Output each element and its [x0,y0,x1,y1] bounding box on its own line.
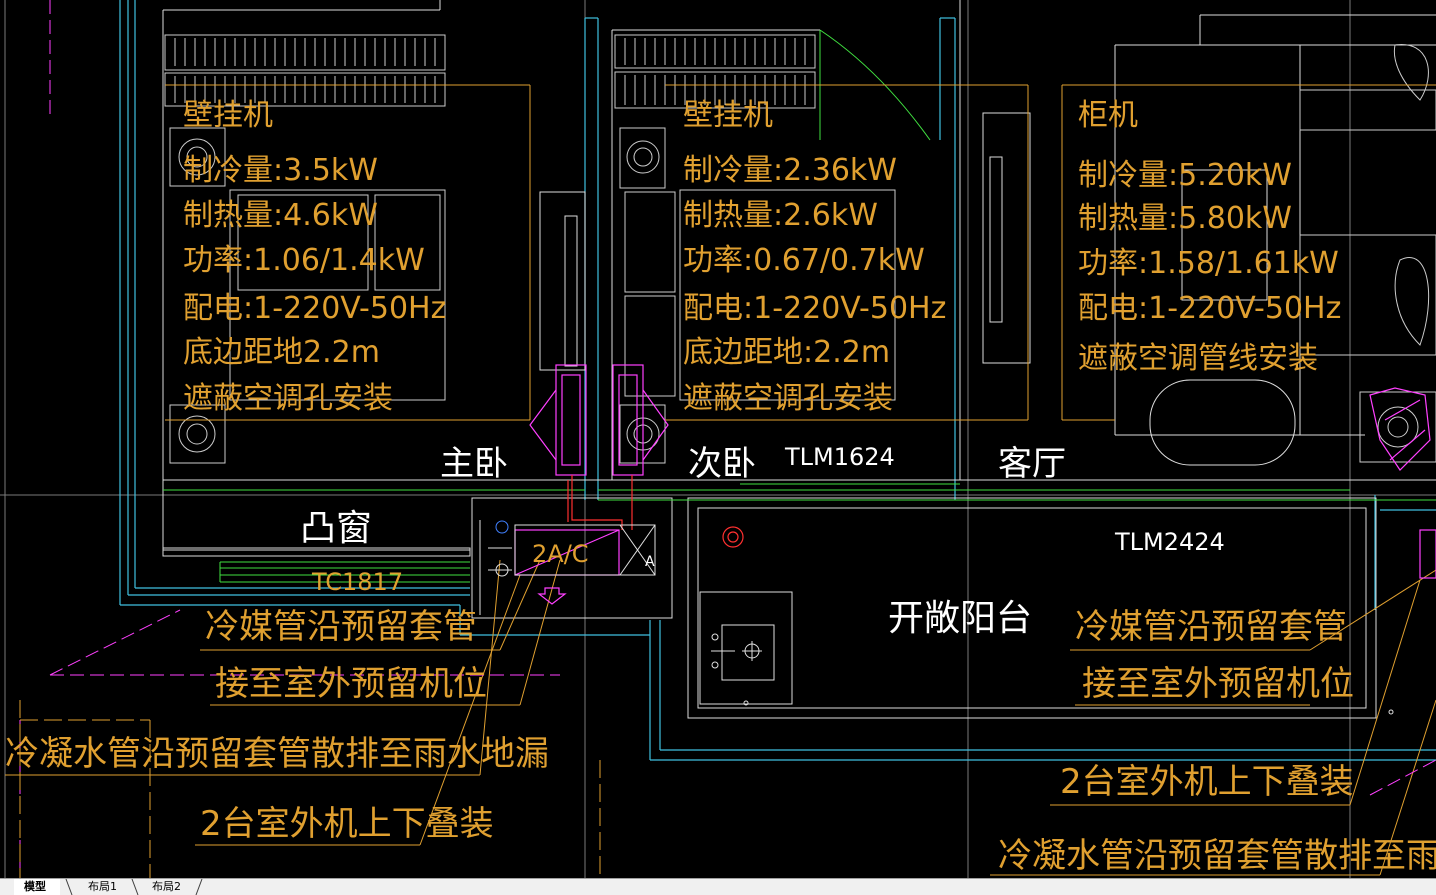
unit-right-power: 功率:1.58/1.61kW [1078,246,1339,281]
equipment-tags: TC1817 2A/C [311,540,589,596]
vent-left [164,34,816,109]
note-cond-left: 冷凝水管沿预留套管散排至雨水地漏 [5,734,549,774]
note-refrig-left-2: 接至室外预留机位 [215,664,487,704]
layout-tab-bar: 模型 布局1 布局2 [0,878,1436,895]
tag-door1: TLM1624 [784,443,895,471]
unit-mid-install: 遮蔽空调孔安装 [683,381,893,416]
unit-left-type: 壁挂机 [183,98,273,133]
unit-left-height: 底边距地2.2m [183,335,380,370]
room-second: 次卧 [688,444,756,484]
unit-mid-cool: 制冷量:2.36kW [683,153,897,188]
room-balcony: 开敞阳台 [888,598,1032,639]
unit-right-cool: 制冷量:5.20kW [1078,158,1292,193]
unit-right-heat: 制热量:5.80kW [1078,201,1292,236]
unit-mid-specs: 壁挂机 制冷量:2.36kW 制热量:2.6kW 功率:0.67/0.7kW 配… [683,98,946,416]
tag-door2: TLM2424 [1114,528,1225,556]
room-labels: 主卧 次卧 客厅 凸窗 开敞阳台 TLM1624 TLM2424 [300,443,1225,639]
unit-left-install: 遮蔽空调孔安装 [183,381,393,416]
note-cond-right: 冷凝水管沿预留套管散排至雨水地漏 [998,836,1436,876]
tag-outdoor: 2A/C [532,540,589,568]
unit-left-heat: 制热量:4.6kW [183,198,378,233]
unit-left-power: 功率:1.06/1.4kW [183,243,425,278]
note-refrig-left-1: 冷媒管沿预留套管 [205,607,477,647]
unit-mid-type: 壁挂机 [683,98,773,133]
tab-layout2[interactable]: 布局2 [152,880,181,893]
unit-right-type: 柜机 [1078,98,1138,133]
room-master: 主卧 [440,444,508,484]
note-stack-right: 2台室外机上下叠装 [1060,762,1354,802]
unit-mid-supply: 配电:1-220V-50Hz [683,291,946,326]
room-living: 客厅 [998,444,1066,484]
tab-separator-icon [65,879,73,895]
outdoor-boundary [19,700,601,878]
walls [119,0,1436,761]
outdoor-unit [479,520,1394,715]
unit-right-supply: 配电:1-220V-50Hz [1078,291,1341,326]
tag-a: A [645,554,655,570]
note-stack-left: 2台室外机上下叠装 [200,804,494,844]
leader-lines [5,84,1436,876]
notes: 冷媒管沿预留套管 接至室外预留机位 冷凝水管沿预留套管散排至雨水地漏 2台室外机… [5,607,1436,876]
unit-left-cool: 制冷量:3.5kW [183,153,378,188]
unit-mid-power: 功率:0.67/0.7kW [683,243,925,278]
unit-mid-heat: 制热量:2.6kW [683,198,878,233]
room-outlines [162,0,1436,719]
tab-model[interactable]: 模型 [14,879,60,895]
tab-layout1[interactable]: 布局1 [88,880,117,893]
note-refrig-right-1: 冷媒管沿预留套管 [1075,607,1347,647]
unit-right-specs: 柜机 制冷量:5.20kW 制热量:5.80kW 功率:1.58/1.61kW … [1078,98,1341,376]
tab-separator-icon [131,879,139,895]
door-window-lines [163,29,1436,583]
unit-mid-height: 底边距地:2.2m [683,335,890,370]
tab-separator-icon [195,879,203,895]
room-bay-window: 凸窗 [300,508,372,549]
unit-left-specs: 壁挂机 制冷量:3.5kW 制热量:4.6kW 功率:1.06/1.4kW 配电… [183,98,446,416]
tag-window: TC1817 [311,568,403,596]
unit-right-install: 遮蔽空调管线安装 [1078,341,1318,376]
note-refrig-right-2: 接至室外预留机位 [1082,664,1354,704]
unit-left-supply: 配电:1-220V-50Hz [183,291,446,326]
